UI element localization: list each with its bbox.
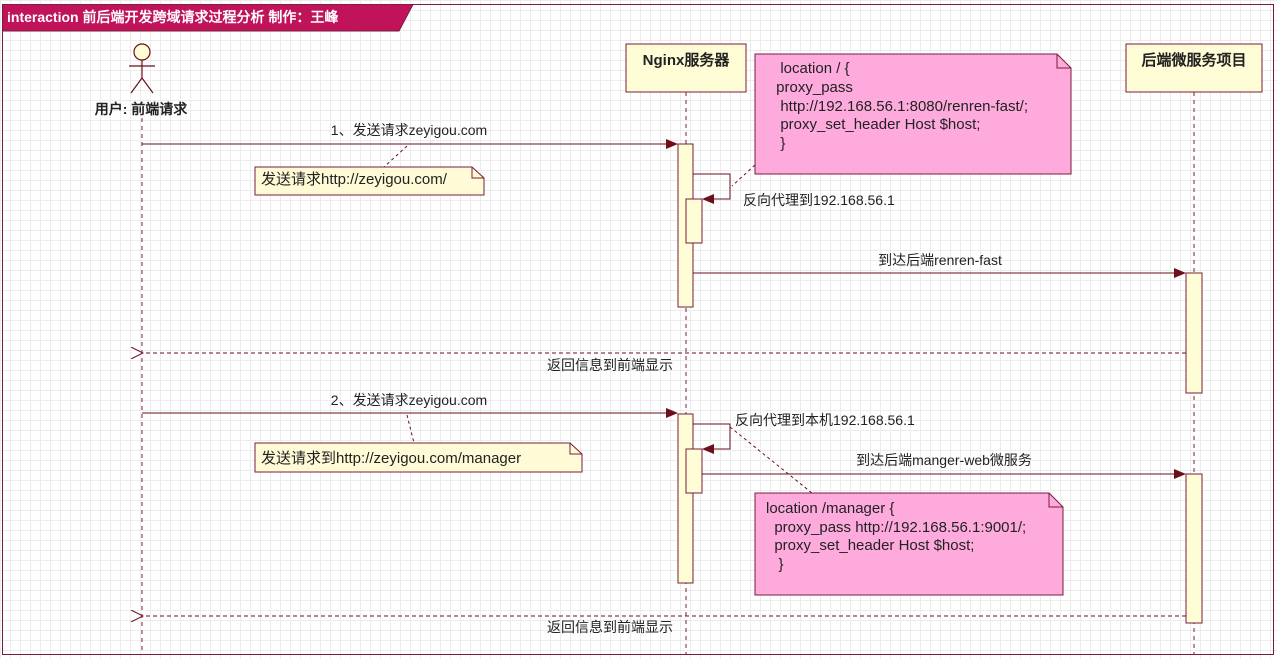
config-note-text-2: location /manager { proxy_pass http://19… xyxy=(766,500,1026,573)
backend-participant-box[interactable] xyxy=(1125,43,1263,93)
message-label-to-backend-2: 到达后端manger-web微服务 xyxy=(856,452,1032,468)
nginx-activation-2 xyxy=(677,413,694,584)
backend-activation-2 xyxy=(1185,473,1203,624)
config-note-1-line-4: proxy_set_header Host $host; xyxy=(772,116,980,133)
note-text-1: 发送请求http://zeyigou.com/ xyxy=(261,171,448,188)
message-label-2: 2、发送请求zeyigou.com xyxy=(331,392,487,408)
backend-activation-1 xyxy=(1185,272,1203,394)
note-connector-2 xyxy=(406,414,415,444)
return-label-2: 返回信息到前端显示 xyxy=(547,619,673,635)
self-message-label-2: 反向代理到本机192.168.56.1 xyxy=(735,412,915,428)
config-note-1-line-1: location / { xyxy=(772,60,850,77)
self-message-label-1: 反向代理到192.168.56.1 xyxy=(743,192,895,208)
user-actor-icon xyxy=(129,43,155,94)
self-message-arrow-2[interactable] xyxy=(693,423,731,454)
frame-title-tab xyxy=(2,4,414,32)
config-note-2-line-2: proxy_pass http://192.168.56.1:9001/; xyxy=(766,519,1026,536)
note-connector-1 xyxy=(383,145,408,168)
self-message-arrow-1[interactable] xyxy=(693,173,731,204)
config-note-1-line-3: http://192.168.56.1:8080/renren-fast/; xyxy=(772,98,1028,115)
note-box-2[interactable] xyxy=(254,442,583,473)
config-note-text-1: location / { proxy_pass http://192.168.5… xyxy=(772,60,1028,152)
frame-border xyxy=(2,4,1274,655)
return-label-1: 返回信息到前端显示 xyxy=(547,357,673,373)
config-note-fold-2 xyxy=(1048,493,1063,508)
nginx-self-activation-2 xyxy=(685,448,703,494)
message-label-1: 1、发送请求zeyigou.com xyxy=(331,122,487,138)
nginx-self-activation-1 xyxy=(685,198,703,244)
note-box-1[interactable] xyxy=(254,166,485,196)
config-note-connector-1 xyxy=(731,164,756,187)
note-fold-2 xyxy=(569,443,582,455)
nginx-participant-label: Nginx服务器 xyxy=(643,51,731,69)
config-note-2-line-4: } xyxy=(766,556,784,573)
config-note-fold-1 xyxy=(1056,54,1071,69)
config-note-box-2[interactable] xyxy=(754,492,1064,596)
config-note-box-1[interactable] xyxy=(754,53,1072,175)
nginx-participant-box[interactable] xyxy=(625,43,747,93)
message-label-to-backend-1: 到达后端renren-fast xyxy=(878,252,1002,268)
backend-participant-label: 后端微服务项目 xyxy=(1141,51,1246,69)
config-note-1-line-2: proxy_pass xyxy=(772,79,853,96)
note-text-2: 发送请求到http://zeyigou.com/manager xyxy=(261,450,521,467)
config-note-2-line-1: location /manager { xyxy=(766,500,894,517)
user-actor-label: 用户: 前端请求 xyxy=(95,101,189,117)
note-fold-1 xyxy=(471,167,484,179)
config-note-connector-2 xyxy=(729,426,813,494)
frame-title: interaction 前后端开发跨域请求过程分析 制作：王峰 xyxy=(7,9,339,25)
config-note-1-line-5: } xyxy=(772,135,785,152)
config-note-2-line-3: proxy_set_header Host $host; xyxy=(766,537,974,554)
